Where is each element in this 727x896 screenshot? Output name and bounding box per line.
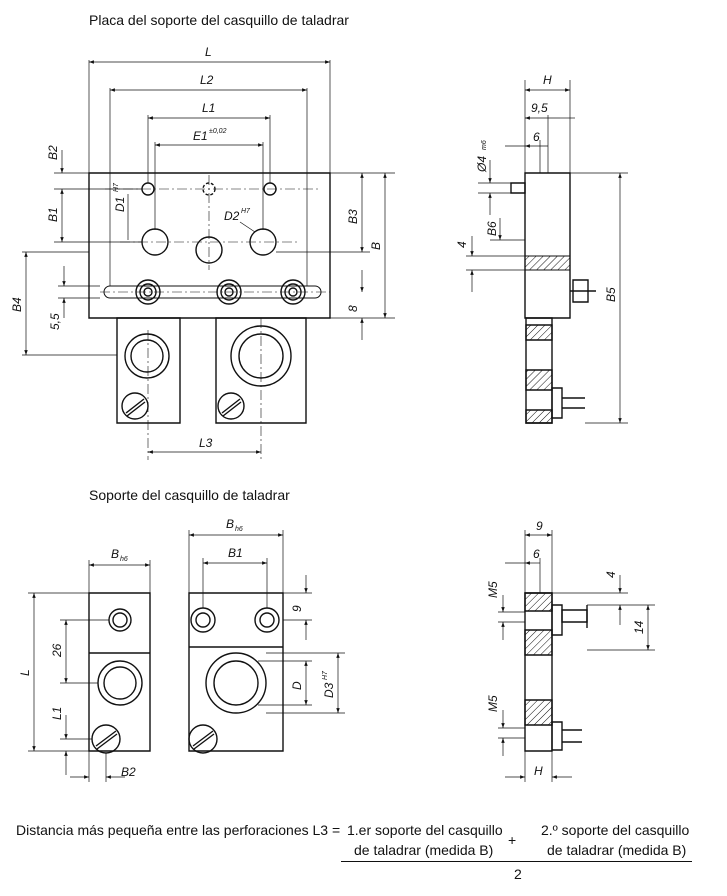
dim-support-B2: B2 [121, 765, 136, 779]
dim-D1: D1 [113, 197, 127, 212]
plate-side-view [511, 173, 596, 423]
dim-4: 4 [455, 241, 469, 248]
dim-D3-tol: H7 [322, 670, 329, 680]
formula-term2-line2: de taladrar (medida B) [547, 842, 687, 858]
dim-D3: D3 [322, 682, 336, 698]
dim-side-6: 6 [533, 547, 540, 561]
dim-B5: B5 [604, 287, 618, 302]
dim-6: 6 [533, 130, 540, 144]
dim-support-L: L [18, 669, 32, 676]
formula-prefix: Distancia más pequeña entre las perforac… [16, 822, 341, 838]
dim-5-5: 5,5 [48, 313, 62, 330]
support-side-view [525, 593, 587, 751]
dim-E1-tol: ±0,02 [209, 128, 227, 135]
dim-9: 9 [290, 605, 304, 612]
dim-Bh6-small-tol: h6 [120, 556, 128, 563]
dim-D4: Ø4 [475, 156, 489, 173]
dim-H: H [543, 73, 552, 87]
side-dimension-lines [466, 80, 628, 423]
dim-B: B [369, 242, 383, 250]
dim-B6: B6 [485, 221, 499, 236]
dim-Bh6-large: B [226, 517, 234, 531]
dim-E1: E1 [193, 129, 208, 143]
plate-centerlines [100, 175, 330, 460]
dim-Bh6-large-tol: h6 [235, 526, 243, 533]
dim-D2: D2 [224, 209, 240, 223]
dim-L1: L1 [202, 101, 215, 115]
formula-term1-line1: 1.er soporte del casquillo [347, 822, 503, 838]
dim-D1-tol: H7 [113, 182, 120, 192]
dim-9-5: 9,5 [531, 101, 548, 115]
dim-D2-tol: H7 [241, 208, 251, 215]
dim-M5-top: M5 [486, 581, 500, 598]
formula-term2-line1: 2.º soporte del casquillo [541, 822, 690, 838]
dim-L2: L2 [200, 73, 214, 87]
dim-Bh6-small: B [111, 547, 119, 561]
support-side-dimension-lines [498, 530, 655, 782]
dim-side-9: 9 [536, 519, 543, 533]
plate-dimension-lines [22, 60, 395, 454]
formula-denominator: 2 [514, 866, 522, 882]
formula-fraction-bar [341, 861, 692, 862]
dim-B3: B3 [346, 209, 360, 224]
dim-D: D [290, 681, 304, 690]
plate-title: Placa del soporte del casquillo de talad… [89, 12, 349, 28]
formula-term1-line2: de taladrar (medida B) [354, 842, 494, 858]
dim-B1: B1 [46, 207, 60, 222]
formula-plus: + [508, 832, 517, 848]
dim-L3: L3 [199, 436, 213, 450]
dim-support-L1: L1 [50, 707, 64, 720]
support-dimension-lines [28, 530, 345, 782]
dim-side-4: 4 [604, 571, 618, 578]
dim-26: 26 [50, 643, 64, 658]
support-large-view [189, 593, 283, 753]
dim-8: 8 [346, 305, 360, 312]
dim-L: L [205, 45, 212, 59]
dim-side-H: H [534, 764, 543, 778]
support-title: Soporte del casquillo de taladrar [89, 487, 290, 503]
dim-B4: B4 [10, 297, 24, 312]
dim-M5-bottom: M5 [486, 695, 500, 712]
dim-support-B1: B1 [228, 546, 243, 560]
support-small-view [89, 593, 150, 753]
dim-D4-tol: m6 [481, 140, 488, 150]
dim-B2: B2 [46, 145, 60, 160]
dim-14: 14 [632, 620, 646, 634]
